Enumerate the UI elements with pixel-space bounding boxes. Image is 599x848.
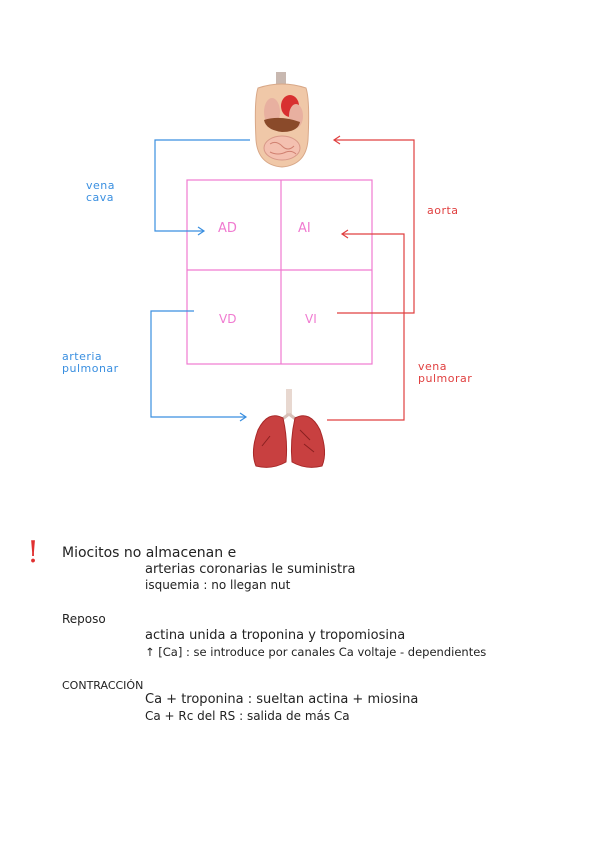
label-aorta: aorta [427, 204, 459, 217]
lungs-icon [252, 389, 326, 468]
vena-cava-arrowhead [197, 226, 206, 236]
chamber-ai: AI [298, 221, 311, 236]
label-arteria-line1: arteria [62, 350, 103, 363]
note-reposo-title: Reposo [62, 612, 106, 626]
label-vena-cava: vena cava [86, 180, 115, 204]
vena-pulmonar-arrowhead [340, 229, 349, 239]
chamber-vi: VI [305, 312, 317, 326]
note-contraccion-line1: Ca + troponina : sueltan actina + miosin… [145, 692, 419, 707]
arteria-pulmonar-arrowhead [239, 412, 248, 422]
aorta-arrowhead [332, 135, 341, 145]
label-arteria-line2: pulmonar [62, 362, 119, 375]
note-contraccion-title: CONTRACCIÓN [62, 679, 144, 692]
label-vena-cava-line2: cava [86, 191, 115, 204]
arteria-pulmonar-arrow [150, 310, 246, 418]
label-vena-pulmonar-line1: vena [418, 360, 447, 373]
chamber-vd: VD [219, 312, 236, 326]
label-arteria-pulmonar: arteria pulmonar [62, 351, 119, 375]
aorta-arrow [334, 139, 415, 314]
chamber-ad: AD [218, 221, 237, 236]
exclamation-icon: ! [27, 535, 40, 570]
note-contraccion-line2: Ca + Rc del RS : salida de más Ca [145, 709, 350, 723]
torso-organs-icon [254, 72, 310, 168]
note-reposo-line2: ↑ [Ca] : se introduce por canales Ca vol… [145, 645, 487, 659]
label-vena-pulmonar-line2: pulmorar [418, 372, 473, 385]
note-miocitos-line2: isquemia : no llegan nut [145, 578, 291, 592]
label-vena-pulmonar: vena pulmorar [418, 361, 472, 385]
vena-pulmonar-arrow [327, 233, 405, 421]
note-miocitos-title: Miocitos no almacenan e [62, 545, 237, 561]
heart-chambers-grid [186, 179, 373, 365]
vena-cava-arrow [154, 139, 250, 232]
label-vena-cava-line1: vena [86, 179, 115, 192]
note-reposo-line1: actina unida a troponina y tropomiosina [145, 628, 406, 643]
note-miocitos-line1: arterias coronarias le suministra [145, 562, 356, 577]
